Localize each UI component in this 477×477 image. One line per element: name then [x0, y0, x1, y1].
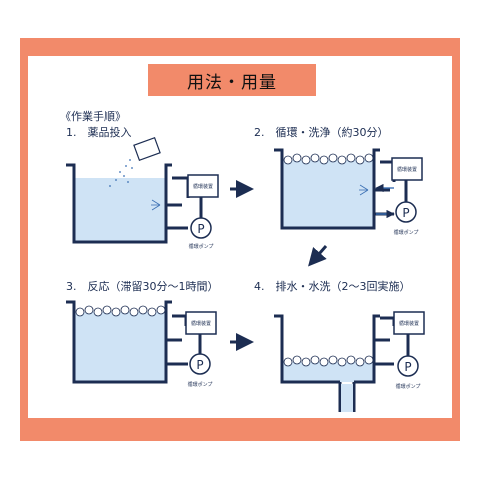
step-3-tank — [66, 300, 172, 384]
procedure-heading: 《作業手順》 — [60, 110, 126, 123]
step-3-label: 3. 反応（滞留30分〜1時間） — [66, 280, 219, 293]
step-1-pump-caption: 循環ポンプ — [189, 243, 214, 250]
step-2-pump-letter: P — [402, 206, 409, 220]
step-1-device: 循環装置 P 循環ポンプ — [166, 174, 219, 250]
step-2-spray — [359, 184, 369, 196]
step-1-spray — [151, 199, 161, 211]
step-4-pump-caption: 循環ポンプ — [396, 383, 421, 390]
step-3-pump-letter: P — [196, 358, 203, 372]
step-1-tank — [66, 163, 172, 244]
step-4-device: 循環装置 P 循環ポンプ — [374, 311, 425, 390]
step-2-device-label: 循環装置 — [397, 166, 417, 173]
step-2-label: 2. 循環・洗浄（約30分） — [254, 126, 389, 139]
step-2-tank — [274, 148, 380, 230]
step-3-device: 循環装置 P 循環ポンプ — [166, 311, 217, 388]
arrow-2-to-3 — [308, 245, 328, 267]
step-1-pump-letter: P — [197, 222, 204, 236]
step-3-pump-caption: 循環ポンプ — [188, 381, 213, 388]
step-4-pump-letter: P — [404, 360, 411, 374]
page-title: 用法・用量 — [148, 64, 316, 96]
step-4-drain-pipe — [338, 382, 356, 412]
step-2-pump-caption: 循環ポンプ — [394, 229, 419, 236]
step-4-device-label: 循環装置 — [399, 320, 419, 327]
step-3-device-label: 循環装置 — [191, 320, 211, 327]
step-4-tank — [274, 314, 380, 384]
step-4-label: 4. 排水・水洗（2〜3回実施） — [254, 280, 411, 293]
step-1-label: 1. 薬品投入 — [66, 126, 132, 139]
step-2-device: 循環装置 P 循環ポンプ — [374, 157, 423, 236]
step-1-device-label: 循環装置 — [193, 183, 213, 190]
step-1-powder-packet — [109, 136, 161, 187]
